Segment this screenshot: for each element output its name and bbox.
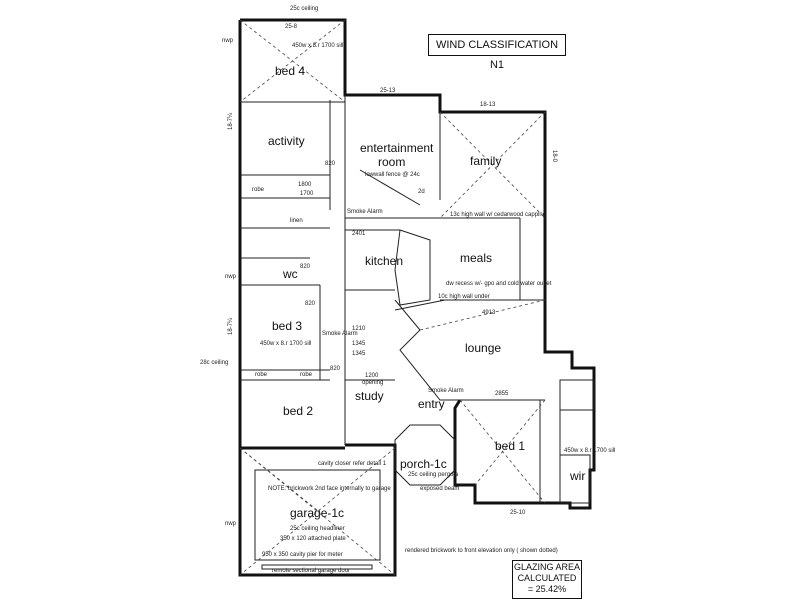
wir-box (559, 454, 591, 504)
room-entry: entry (418, 397, 445, 411)
room-study: study (355, 389, 384, 403)
ensuite-box (559, 379, 595, 411)
garage-door-line (261, 564, 373, 570)
note-bed4: 450w x 8.r 1700 sill (292, 43, 343, 49)
cavity-note: cavity closer refer detail 1 (318, 461, 387, 467)
linen-label: linen (290, 218, 303, 224)
garage-inner-frame (254, 469, 381, 561)
room-bed3: bed 3 (272, 319, 302, 333)
dim-1345b: 1345 (352, 351, 366, 357)
nwp-top-left: nwp (222, 38, 234, 44)
dim-family-top: 18-13 (480, 102, 496, 108)
wind-classification-box: WIND CLASSIFICATION N1 (428, 34, 566, 71)
room-wir: wir (569, 469, 585, 483)
render-note: rendered brickwork to front elevation on… (405, 548, 558, 554)
note-bed1: 450w x 8.r 1700 sill (564, 448, 615, 454)
robe-label-2: robe (255, 372, 268, 378)
glazing-area-box: GLAZING AREA CALCULATED = 25.42% (512, 560, 582, 599)
glazing-line-3: = 25.42% (527, 584, 567, 594)
room-meals: meals (460, 251, 492, 265)
porch-note: 25c ceiling pergola (408, 472, 459, 478)
room-porch: porch-1c (400, 457, 447, 471)
wall-meals2: 10c high wall under (438, 294, 490, 300)
wind-classification-text: WIND CLASSIFICATION N1 (435, 39, 559, 71)
room-bed2: bed 2 (283, 404, 313, 418)
dim-820b: 820 (300, 264, 311, 270)
dim-1210: 1210 (352, 326, 366, 332)
dim-top-bed4: 25-8 (285, 24, 298, 30)
room-garage: garage-1c (290, 506, 344, 520)
dim-lounge: 4913 (482, 310, 496, 316)
study-opening: opening (362, 380, 383, 386)
robe-label-1: robe (252, 187, 265, 193)
plan-annotations: 25-8 25c ceiling 25-13 18-13 18-0 25-10 … (200, 6, 615, 574)
dim-ent-top: 25-13 (380, 88, 396, 94)
dim-820d: 820 (330, 366, 341, 372)
smoke-alarm-2: Smoke Alarm (322, 331, 358, 337)
dim-820a: 820 (325, 161, 336, 167)
wall-meals: 13c high wall w/ cedarwood capping (450, 212, 546, 218)
nwp-garage: nwp (225, 521, 237, 527)
garage-ceiling: 25c ceiling headliner (290, 526, 345, 532)
room-bed4: bed 4 (275, 64, 305, 78)
wall-ent: lowwall fence @ 24c (365, 172, 420, 178)
dim-left-a: 18-7¼ (228, 112, 234, 130)
glazing-line-1: GLAZING AREA (513, 562, 581, 572)
smoke-alarm-1: Smoke Alarm (347, 209, 383, 215)
glazing-line-2: CALCULATED (517, 573, 577, 583)
dim-1800: 1800 (298, 182, 312, 188)
room-kitchen: kitchen (365, 254, 403, 268)
exposed-beam: exposed beam (420, 486, 459, 492)
robe-label-3: robe (300, 372, 313, 378)
dim-lounge-bottom: 2855 (495, 391, 509, 397)
dim-bottom-bed1: 25-10 (510, 510, 526, 516)
dw-note: dw recess w/- gpo and cold water outlet (446, 281, 552, 287)
smoke-alarm-3: Smoke Alarm (428, 388, 464, 394)
ceiling-top: 25c ceiling (290, 6, 318, 12)
dim-study: 1200 (365, 373, 379, 379)
dim-2d: 2d (418, 189, 425, 195)
dim-1700: 1700 (300, 191, 314, 197)
garage-cavity: 950 x 350 cavity pier for meter (262, 552, 343, 558)
inner-walls (240, 95, 561, 503)
room-family: family (470, 154, 501, 168)
room-wc: wc (282, 267, 298, 281)
dim-1345a: 1345 (352, 341, 366, 347)
room-activity: activity (268, 134, 305, 148)
garage-plate: 350 x 120 attached plate (280, 536, 346, 542)
room-lounge: lounge (465, 341, 501, 355)
ceiling-lines (239, 19, 546, 576)
dim-left-b: 18-7¼ (228, 317, 234, 335)
nwp-mid: nwp (225, 274, 237, 280)
room-entertainment-line2: room (378, 155, 405, 169)
dim-right-side: 18-0 (551, 150, 557, 163)
room-labels: bed 4 activity entertainment room family… (268, 64, 585, 520)
garage-note: NOTE: brickwork 2nd face internally to g… (268, 486, 391, 492)
room-bed1: bed 1 (495, 439, 525, 453)
ceiling-left: 28c ceiling (200, 360, 228, 366)
note-bed3: 450w x 8.r 1700 sill (260, 341, 311, 347)
dim-820c: 820 (305, 301, 316, 307)
dim-2401: 2401 (352, 231, 366, 237)
room-entertainment-line1: entertainment (360, 141, 434, 155)
garage-door: remote sectional garage door (272, 568, 350, 574)
